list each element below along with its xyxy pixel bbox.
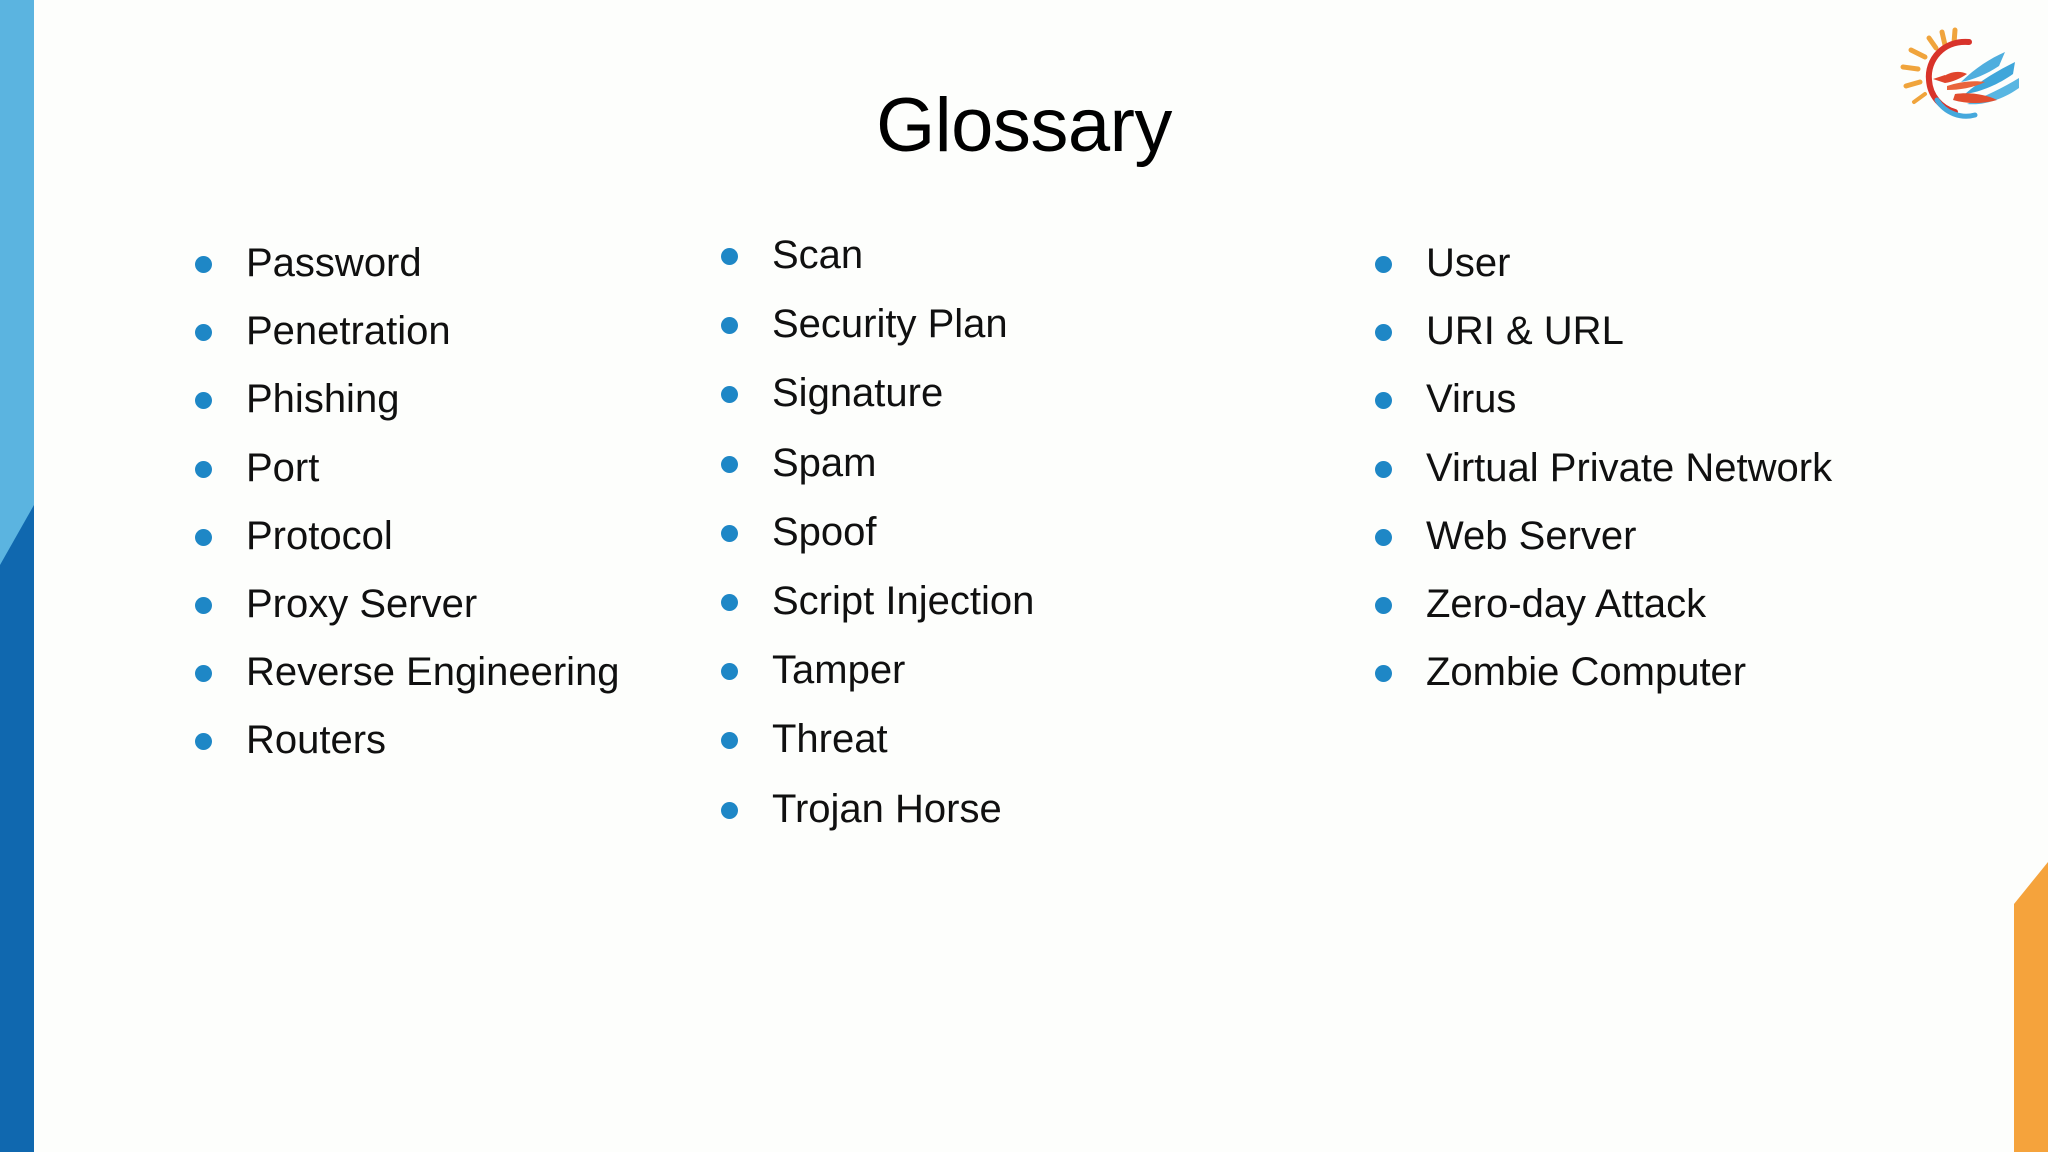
list-item[interactable]: Reverse Engineering — [186, 649, 666, 696]
list-item[interactable]: Protocol — [186, 513, 666, 560]
bullet-dot-icon — [1375, 528, 1392, 546]
list-item[interactable]: Proxy Server — [186, 581, 666, 628]
list-item[interactable]: Tamper — [712, 647, 1182, 694]
list-item[interactable]: Threat — [712, 716, 1182, 763]
bullet-dot-icon — [195, 392, 212, 410]
left-stripe-dark-blue — [0, 505, 34, 1152]
glossary-column-3: User URI & URL Virus Virtual Private Net… — [1366, 240, 1846, 717]
glossary-columns: Password Penetration Phishing Port Proto… — [0, 233, 2048, 940]
list-item[interactable]: Script Injection — [712, 578, 1182, 625]
list-item[interactable]: Virtual Private Network — [1366, 445, 1846, 492]
list-item[interactable]: Zombie Computer — [1366, 649, 1846, 696]
bullet-dot-icon — [721, 386, 738, 404]
list-item[interactable]: Routers — [186, 717, 666, 764]
list-item-label: Trojan Horse — [772, 786, 1002, 831]
list-item[interactable]: Zero-day Attack — [1366, 581, 1846, 628]
bullet-dot-icon — [1375, 256, 1392, 273]
bullet-dot-icon — [721, 317, 738, 335]
list-item-label: Virtual Private Network — [1426, 445, 1833, 490]
list-item-label: Threat — [772, 717, 888, 762]
list-item-label: Protocol — [246, 513, 393, 558]
list-item-label: Spam — [772, 440, 877, 485]
bullet-dot-icon — [721, 524, 738, 542]
list-item-label: User — [1426, 241, 1511, 285]
list-item-label: Signature — [772, 371, 944, 416]
slide-title: Glossary — [876, 83, 1172, 168]
bullet-dot-icon — [1375, 392, 1392, 410]
list-item[interactable]: URI & URL — [1366, 308, 1846, 355]
bullet-dot-icon — [195, 665, 212, 683]
list-item-label: Proxy Server — [246, 581, 478, 626]
list-item-label: Security Plan — [772, 302, 1008, 347]
list-item-label: Scan — [772, 233, 864, 277]
list-item[interactable]: Phishing — [186, 376, 666, 423]
bullet-dot-icon — [195, 528, 212, 546]
list-item-label: Zombie Computer — [1426, 650, 1747, 695]
list-item-label: Zero-day Attack — [1426, 581, 1707, 626]
list-item-label: Reverse Engineering — [246, 650, 620, 695]
list-item[interactable]: Penetration — [186, 308, 666, 355]
list-item-label: Script Injection — [772, 578, 1035, 623]
bullet-dot-icon — [721, 732, 738, 750]
bullet-dot-icon — [1375, 324, 1392, 342]
glossary-list-1: Password Penetration Phishing Port Proto… — [186, 240, 666, 765]
list-item[interactable]: User — [1366, 240, 1846, 287]
bullet-dot-icon — [195, 324, 212, 342]
list-item-label: URI & URL — [1426, 309, 1624, 354]
list-item-label: Penetration — [246, 309, 451, 354]
phoenix-bird-sun-logo-icon — [1895, 20, 2027, 124]
bullet-dot-icon — [721, 248, 738, 265]
bullet-dot-icon — [195, 596, 212, 614]
list-item[interactable]: Scan — [712, 232, 1182, 279]
bullet-dot-icon — [721, 593, 738, 611]
list-item[interactable]: Security Plan — [712, 301, 1182, 348]
list-item-label: Port — [246, 445, 320, 490]
list-item[interactable]: Password — [186, 240, 666, 287]
list-item[interactable]: Port — [186, 445, 666, 492]
list-item-label: Phishing — [246, 377, 400, 422]
glossary-column-2: Scan Security Plan Signature Spam Spoof — [712, 232, 1182, 855]
bullet-dot-icon — [721, 455, 738, 473]
list-item-label: Virus — [1426, 377, 1517, 422]
list-item[interactable]: Spoof — [712, 509, 1182, 556]
list-item[interactable]: Spam — [712, 440, 1182, 487]
glossary-column-1: Password Penetration Phishing Port Proto… — [186, 240, 666, 786]
list-item[interactable]: Web Server — [1366, 513, 1846, 560]
bullet-dot-icon — [195, 733, 212, 751]
bullet-dot-icon — [1375, 460, 1392, 478]
glossary-list-2: Scan Security Plan Signature Spam Spoof — [712, 232, 1182, 833]
bullet-dot-icon — [721, 663, 738, 681]
list-item-label: Web Server — [1426, 513, 1637, 558]
list-item[interactable]: Virus — [1366, 376, 1846, 423]
list-item-label: Routers — [246, 718, 387, 763]
glossary-list-3: User URI & URL Virus Virtual Private Net… — [1366, 240, 1846, 696]
list-item-label: Password — [246, 241, 422, 285]
list-item[interactable]: Signature — [712, 370, 1182, 417]
list-item-label: Tamper — [772, 648, 906, 693]
left-decorative-stripe — [0, 0, 46, 1152]
bottom-right-orange-stripe — [2014, 862, 2048, 1152]
bullet-dot-icon — [195, 256, 212, 273]
bullet-dot-icon — [721, 801, 738, 819]
bullet-dot-icon — [1375, 665, 1392, 683]
bullet-dot-icon — [195, 460, 212, 478]
bullet-dot-icon — [1375, 596, 1392, 614]
list-item-label: Spoof — [772, 509, 877, 554]
list-item[interactable]: Trojan Horse — [712, 786, 1182, 833]
